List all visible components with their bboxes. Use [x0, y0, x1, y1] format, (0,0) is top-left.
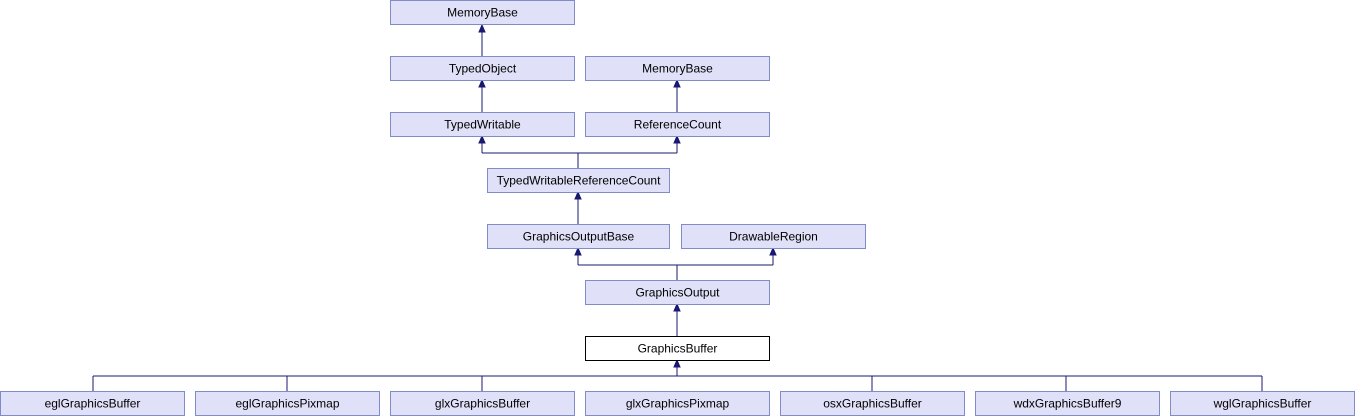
node-label: GraphicsOutputBase	[523, 230, 635, 244]
node-glx-graphics-pixmap[interactable]: glxGraphicsPixmap	[585, 391, 770, 416]
arrowhead	[574, 246, 582, 256]
node-graphics-output-base[interactable]: GraphicsOutputBase	[487, 224, 670, 249]
arrowhead	[769, 246, 777, 256]
arrowhead	[673, 302, 681, 312]
node-label: TypedObject	[449, 62, 517, 76]
node-glx-graphics-buffer[interactable]: glxGraphicsBuffer	[390, 391, 575, 416]
edge-twrc-parents	[481, 142, 678, 168]
edge-go-parents	[577, 254, 774, 280]
node-label: TypedWritableReferenceCount	[497, 174, 662, 188]
arrowhead	[673, 134, 681, 144]
arrowhead	[673, 78, 681, 88]
arrowhead	[478, 78, 486, 88]
node-graphics-output[interactable]: GraphicsOutput	[585, 280, 770, 305]
node-graphics-buffer-current: GraphicsBuffer	[585, 336, 770, 361]
node-drawable-region[interactable]: DrawableRegion	[681, 224, 866, 249]
node-reference-count[interactable]: ReferenceCount	[585, 112, 770, 137]
node-wgl-graphics-buffer[interactable]: wglGraphicsBuffer	[1170, 391, 1355, 416]
node-label: DrawableRegion	[729, 230, 818, 244]
node-typed-writable[interactable]: TypedWritable	[390, 112, 575, 137]
arrowhead	[574, 190, 582, 200]
node-typed-object[interactable]: TypedObject	[390, 56, 575, 81]
edges	[92, 23, 1263, 392]
node-egl-graphics-pixmap[interactable]: eglGraphicsPixmap	[195, 391, 380, 416]
node-wdx-graphics-buffer9[interactable]: wdxGraphicsBuffer9	[975, 391, 1160, 416]
node-label: MemoryBase	[642, 62, 713, 76]
node-egl-graphics-buffer[interactable]: eglGraphicsBuffer	[0, 391, 185, 416]
node-label: ReferenceCount	[634, 118, 722, 132]
arrowhead	[478, 23, 486, 33]
node-label: wdxGraphicsBuffer9	[1013, 397, 1122, 411]
node-label: eglGraphicsBuffer	[45, 397, 141, 411]
node-label: MemoryBase	[447, 6, 518, 20]
node-osx-graphics-buffer[interactable]: osxGraphicsBuffer	[780, 391, 965, 416]
node-memory-base[interactable]: MemoryBase	[390, 0, 575, 25]
edge-derived-gb	[92, 366, 1263, 392]
node-label: glxGraphicsBuffer	[435, 397, 530, 411]
node-label: GraphicsBuffer	[638, 342, 718, 356]
node-label: wglGraphicsBuffer	[1213, 397, 1312, 411]
node-label: osxGraphicsBuffer	[823, 397, 922, 411]
node-label: glxGraphicsPixmap	[626, 397, 730, 411]
node-memory-base[interactable]: MemoryBase	[585, 56, 770, 81]
node-label: GraphicsOutput	[635, 286, 720, 300]
node-label: eglGraphicsPixmap	[235, 397, 339, 411]
node-label: TypedWritable	[444, 118, 521, 132]
arrowhead	[478, 134, 486, 144]
arrowhead	[673, 358, 681, 368]
node-typed-writable-reference-count[interactable]: TypedWritableReferenceCount	[487, 168, 670, 193]
